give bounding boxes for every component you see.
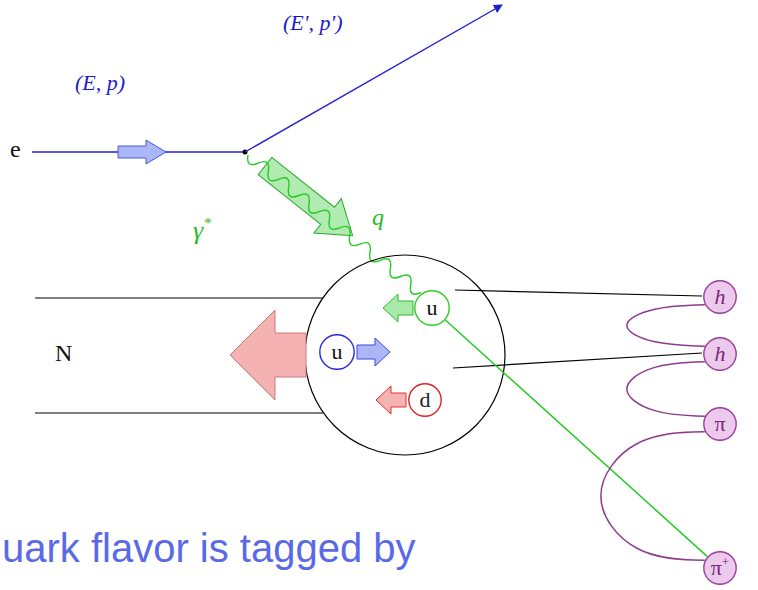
node-circle	[704, 281, 736, 313]
quark-arrow	[383, 294, 413, 322]
node-label: u	[427, 297, 438, 319]
nucleon-line	[35, 412, 323, 413]
nucleon-line	[35, 297, 323, 298]
quark-circle: u	[319, 334, 355, 370]
particle-label: e	[10, 136, 21, 163]
quark-arrow	[376, 386, 406, 414]
hadron-circle: h	[703, 337, 737, 371]
node-circle	[415, 291, 449, 325]
electron-line	[245, 5, 502, 152]
string-loop	[627, 305, 705, 347]
momentum-label: q	[372, 204, 384, 231]
hadron-circle: h	[703, 280, 737, 314]
particle-label: N	[55, 340, 72, 367]
node-circle	[409, 384, 441, 416]
momentum-arrow	[118, 140, 166, 164]
fragment-line	[455, 290, 702, 296]
node-label: π	[714, 413, 725, 435]
momentum-label: (E, p)	[75, 70, 125, 96]
node-label: π+	[711, 557, 730, 579]
slide-text: uark flavor is tagged by	[2, 526, 416, 571]
nucleon-circle	[305, 255, 505, 455]
node-label: d	[420, 389, 431, 411]
node-label: h	[715, 343, 726, 365]
node-label: u	[332, 341, 343, 363]
quark-arrow	[357, 338, 390, 366]
node-circle	[704, 408, 736, 440]
hadron-circle: π+	[703, 551, 737, 585]
hadron-circle: π	[703, 407, 737, 441]
quark-circle: u	[414, 290, 450, 326]
momentum-label: (E', p')	[283, 10, 343, 36]
string-loop	[601, 432, 705, 561]
quark-circle: d	[408, 383, 442, 417]
string-loop	[627, 362, 705, 417]
photon-label: γ*	[193, 216, 211, 246]
node-circle	[704, 552, 736, 584]
quark-track	[445, 320, 707, 557]
node-circle	[704, 338, 736, 370]
nucleon-momentum-arrow	[230, 310, 306, 400]
photon-wave	[248, 155, 421, 294]
node-label: h	[715, 286, 726, 308]
node-circle	[320, 335, 354, 369]
